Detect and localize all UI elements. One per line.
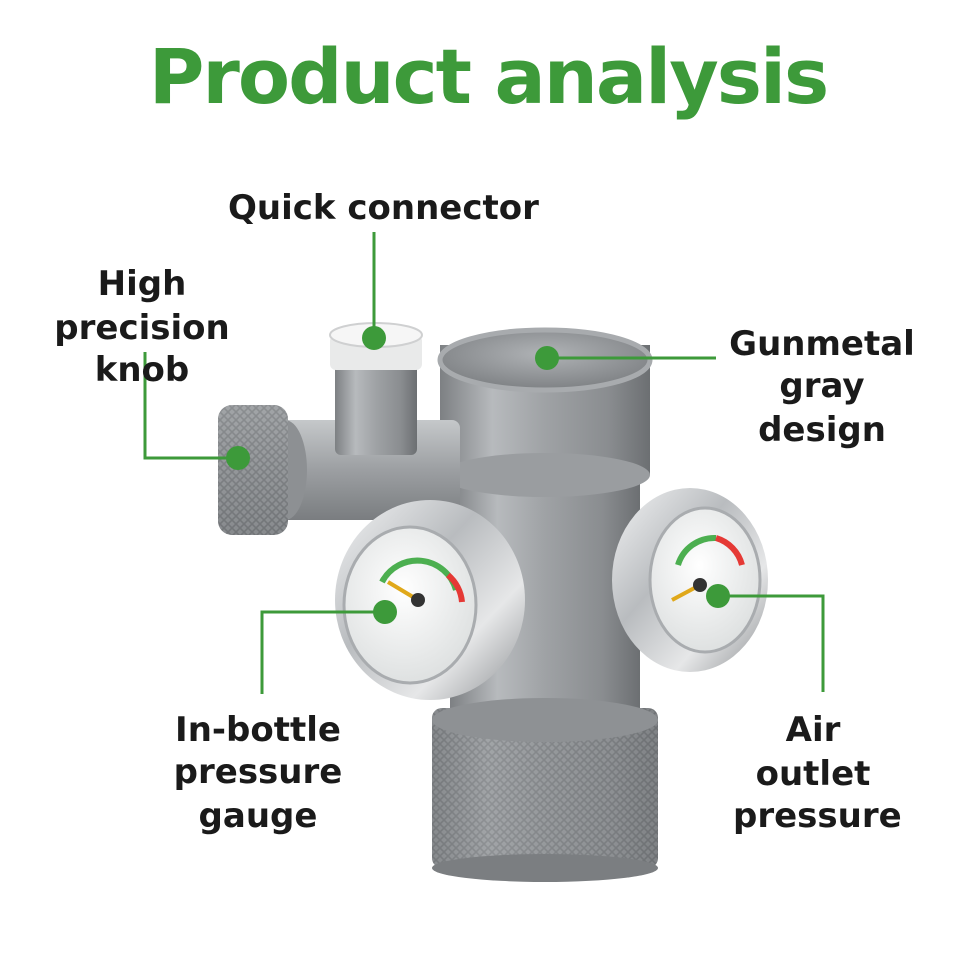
in-bottle-gauge [335,500,525,700]
label-in-bottle: In-bottle pressure gauge [124,708,392,838]
page-title: Product analysis [148,32,830,121]
label-text: In-bottle [175,710,341,750]
quick-connector [329,322,423,455]
label-text: knob [94,350,190,390]
label-text: pressure [733,796,902,836]
top-cap [437,327,653,393]
label-knob: High precision knob [20,262,264,392]
label-text: High precision [54,264,230,348]
bottom-knurled-nut [432,708,658,882]
label-text: Quick connector [228,188,539,228]
label-gunmetal: Gunmetal gray design [722,322,922,452]
label-air-outlet: Air outlet pressure [733,708,902,838]
label-quick-connector: Quick connector [228,186,539,230]
label-text: Air outlet [755,710,871,794]
precision-knob [218,405,288,535]
label-text: gray design [758,366,886,450]
outlet-gauge [612,488,768,672]
label-text: pressure gauge [173,752,343,836]
label-text: Gunmetal [729,324,915,364]
